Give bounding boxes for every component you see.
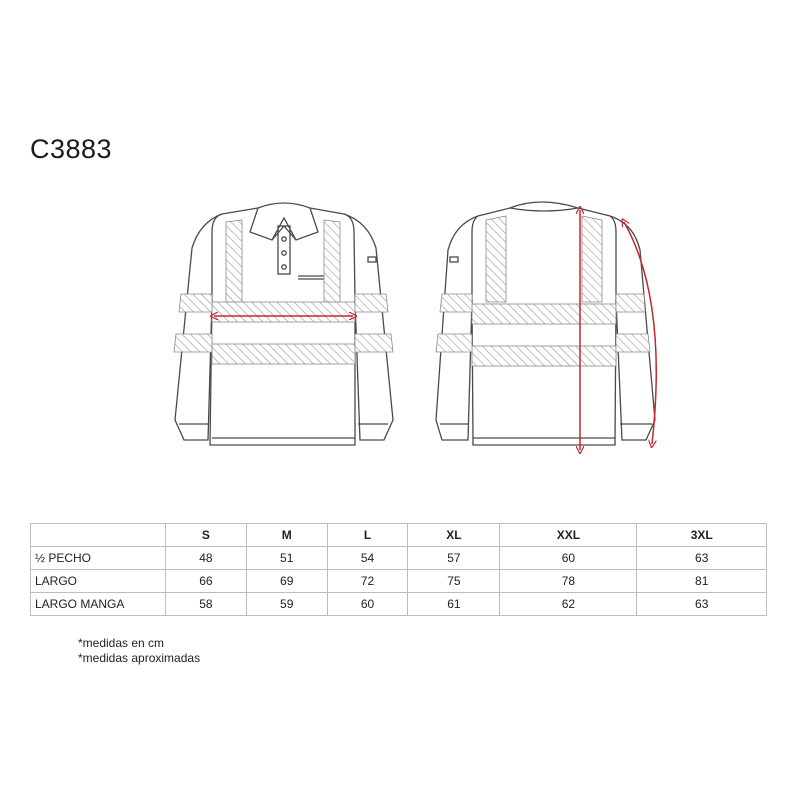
- table-cell: 66: [165, 569, 247, 593]
- table-row: LARGO 66 69 72 75 78 81: [30, 569, 767, 593]
- front-reflective-bands: [173, 219, 394, 365]
- sleeve-measure-line: [624, 222, 657, 444]
- size-chart-table: S M L XL XXL 3XL ½ PECHO 48 51 54 57 60 …: [30, 523, 767, 616]
- table-cell: 75: [407, 569, 501, 593]
- table-cell: 48: [165, 546, 247, 570]
- table-cell: 57: [407, 546, 501, 570]
- table-cell: 63: [636, 546, 767, 570]
- size-header-row: S M L XL XXL 3XL: [30, 523, 767, 547]
- table-cell: 60: [499, 546, 638, 570]
- table-cell: 59: [246, 592, 328, 616]
- table-cell: 63: [636, 592, 767, 616]
- front-view: [174, 202, 394, 446]
- back-reflective-bands: [435, 215, 651, 367]
- header-size-s: S: [165, 523, 247, 547]
- row-label: LARGO MANGA: [30, 592, 166, 616]
- table-cell: 54: [327, 546, 409, 570]
- back-body-outline: [471, 201, 617, 446]
- row-label: ½ PECHO: [30, 546, 166, 570]
- table-cell: 81: [636, 569, 767, 593]
- front-left-sleeve: [174, 213, 223, 441]
- table-cell: 69: [246, 569, 328, 593]
- table-row: ½ PECHO 48 51 54 57 60 63: [30, 546, 767, 570]
- back-right-sleeve: [609, 215, 656, 441]
- header-size-3xl: 3XL: [636, 523, 767, 547]
- header-size-xl: XL: [407, 523, 501, 547]
- note-approximate: *medidas aproximadas: [78, 651, 201, 665]
- table-cell: 51: [246, 546, 328, 570]
- product-code-title: C3883: [30, 134, 113, 164]
- front-collar: [249, 202, 319, 241]
- front-right-sleeve: [343, 213, 394, 441]
- header-size-xxl: XXL: [499, 523, 638, 547]
- table-cell: 60: [327, 592, 409, 616]
- table-cell: 62: [499, 592, 638, 616]
- garment-technical-drawing: [173, 201, 657, 470]
- table-cell: 72: [327, 569, 409, 593]
- measurement-notes: *medidas en cm *medidas aproximadas: [78, 636, 200, 666]
- note-units: *medidas en cm: [78, 636, 165, 650]
- header-size-l: L: [327, 523, 409, 547]
- table-cell: 58: [165, 592, 247, 616]
- table-row: LARGO MANGA 58 59 60 61 62 63: [30, 592, 767, 616]
- table-cell: 61: [407, 592, 501, 616]
- header-size-m: M: [246, 523, 328, 547]
- front-body-outline: [209, 207, 356, 446]
- back-left-sleeve: [435, 215, 479, 441]
- row-label: LARGO: [30, 569, 166, 593]
- table-cell: 78: [499, 569, 638, 593]
- header-empty-cell: [30, 523, 166, 547]
